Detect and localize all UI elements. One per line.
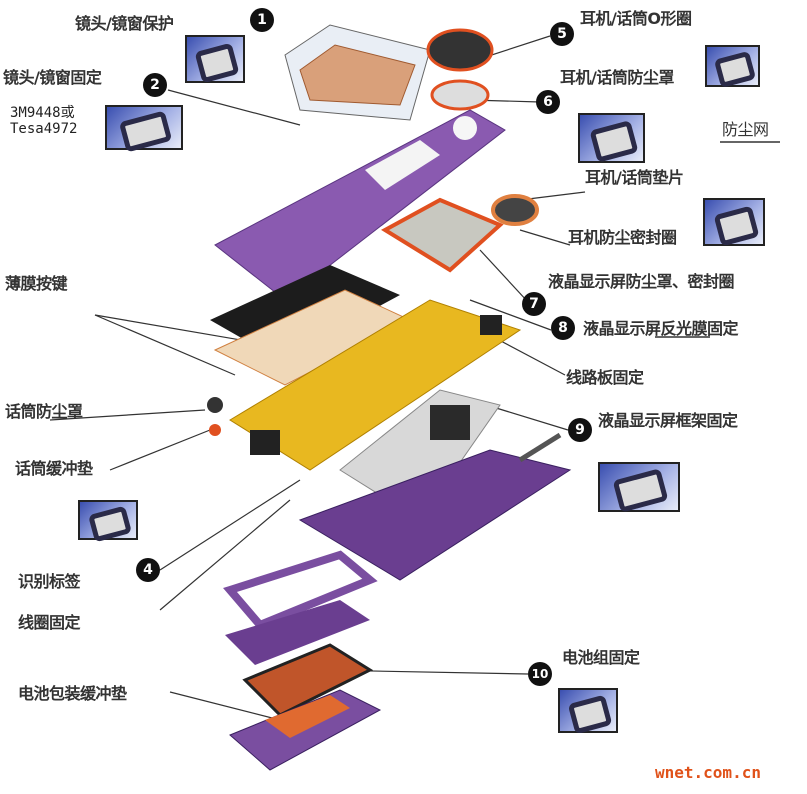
label-battery-cushion: 电池包装缓冲垫 xyxy=(18,684,127,703)
label-mic-cushion: 话筒缓冲垫 xyxy=(15,459,93,478)
earpiece-part xyxy=(426,28,494,72)
number-badge-6: 6 xyxy=(536,90,560,114)
label-tape-line1: 3M9448或 xyxy=(10,105,75,121)
lcd-frame-chip xyxy=(430,405,470,440)
label-lens-protect: 镜头/镜窗保护 xyxy=(75,14,174,33)
leader-lines xyxy=(49,35,586,721)
thumbnail-earpiece-oring xyxy=(705,45,760,87)
thumbnail-lcd-frame xyxy=(598,462,680,512)
thumbnail-battery-fix xyxy=(558,688,618,733)
number-badge-8: 8 xyxy=(551,316,575,340)
label-earpiece-oring: 耳机/话筒O形圈 xyxy=(580,9,692,28)
earpiece-dust-part xyxy=(430,79,490,111)
battery-part xyxy=(242,643,374,717)
label-lcd-reflector: 液晶显示屏反光膜固定 xyxy=(583,319,739,338)
label-mic-dust: 话筒防尘罩 xyxy=(5,402,83,421)
label-membrane-keys: 薄膜按键 xyxy=(5,274,68,293)
thumbnail-earpiece-seal xyxy=(703,198,765,246)
mic-cushion-part xyxy=(209,424,221,436)
label-earpiece-gasket: 耳机/话筒垫片 xyxy=(585,168,684,187)
mic-part xyxy=(207,397,223,413)
number-badge-2: 2 xyxy=(143,73,167,97)
label-pcb-fix: 线路板固定 xyxy=(566,368,644,387)
label-dust-mesh: 防尘网 xyxy=(722,120,769,139)
pcb-part xyxy=(229,299,522,471)
label-earpiece-seal: 耳机防尘密封圈 xyxy=(568,228,677,247)
pcb-chip xyxy=(250,430,280,455)
earpiece-hole xyxy=(453,116,477,140)
label-battery-fix: 电池组固定 xyxy=(562,648,640,667)
number-badge-5: 5 xyxy=(550,22,574,46)
thumbnail-earpiece-dust xyxy=(578,113,645,163)
label-earpiece-dust: 耳机/话筒防尘罩 xyxy=(560,68,674,87)
battery-frame-part xyxy=(223,550,378,630)
thumbnail-lens-fix xyxy=(105,105,183,150)
number-badge-10: 10 xyxy=(528,662,552,686)
label-coil-fix: 线圈固定 xyxy=(18,613,81,632)
thumbnail-lens-protect xyxy=(185,35,245,83)
number-badge-1: 1 xyxy=(250,8,274,32)
number-badge-7: 7 xyxy=(522,292,546,316)
lcd-part xyxy=(381,197,504,273)
label-id-label: 识别标签 xyxy=(18,572,81,591)
display-window xyxy=(365,140,440,190)
label-lcd-dust-seal: 液晶显示屏防尘罩、密封圈 xyxy=(548,272,735,291)
back-cover-part xyxy=(298,449,572,581)
gasket-part xyxy=(491,194,539,226)
lens-adhesive-part xyxy=(299,44,416,106)
battery-cover-part xyxy=(225,600,370,665)
label-tape-line2: Tesa4972 xyxy=(10,121,78,137)
label-lcd-frame: 液晶显示屏框架固定 xyxy=(598,411,738,430)
number-badge-4: 4 xyxy=(136,558,160,582)
thumbnail-mic-cushion xyxy=(78,500,138,540)
label-lens-fix: 镜头/镜窗固定 xyxy=(3,68,102,87)
battery-cushion-part xyxy=(265,695,350,738)
pcb-chip xyxy=(480,315,502,335)
watermark: wnet.com.cn xyxy=(655,763,761,782)
number-badge-9: 9 xyxy=(568,418,592,442)
antenna-part xyxy=(518,432,562,463)
